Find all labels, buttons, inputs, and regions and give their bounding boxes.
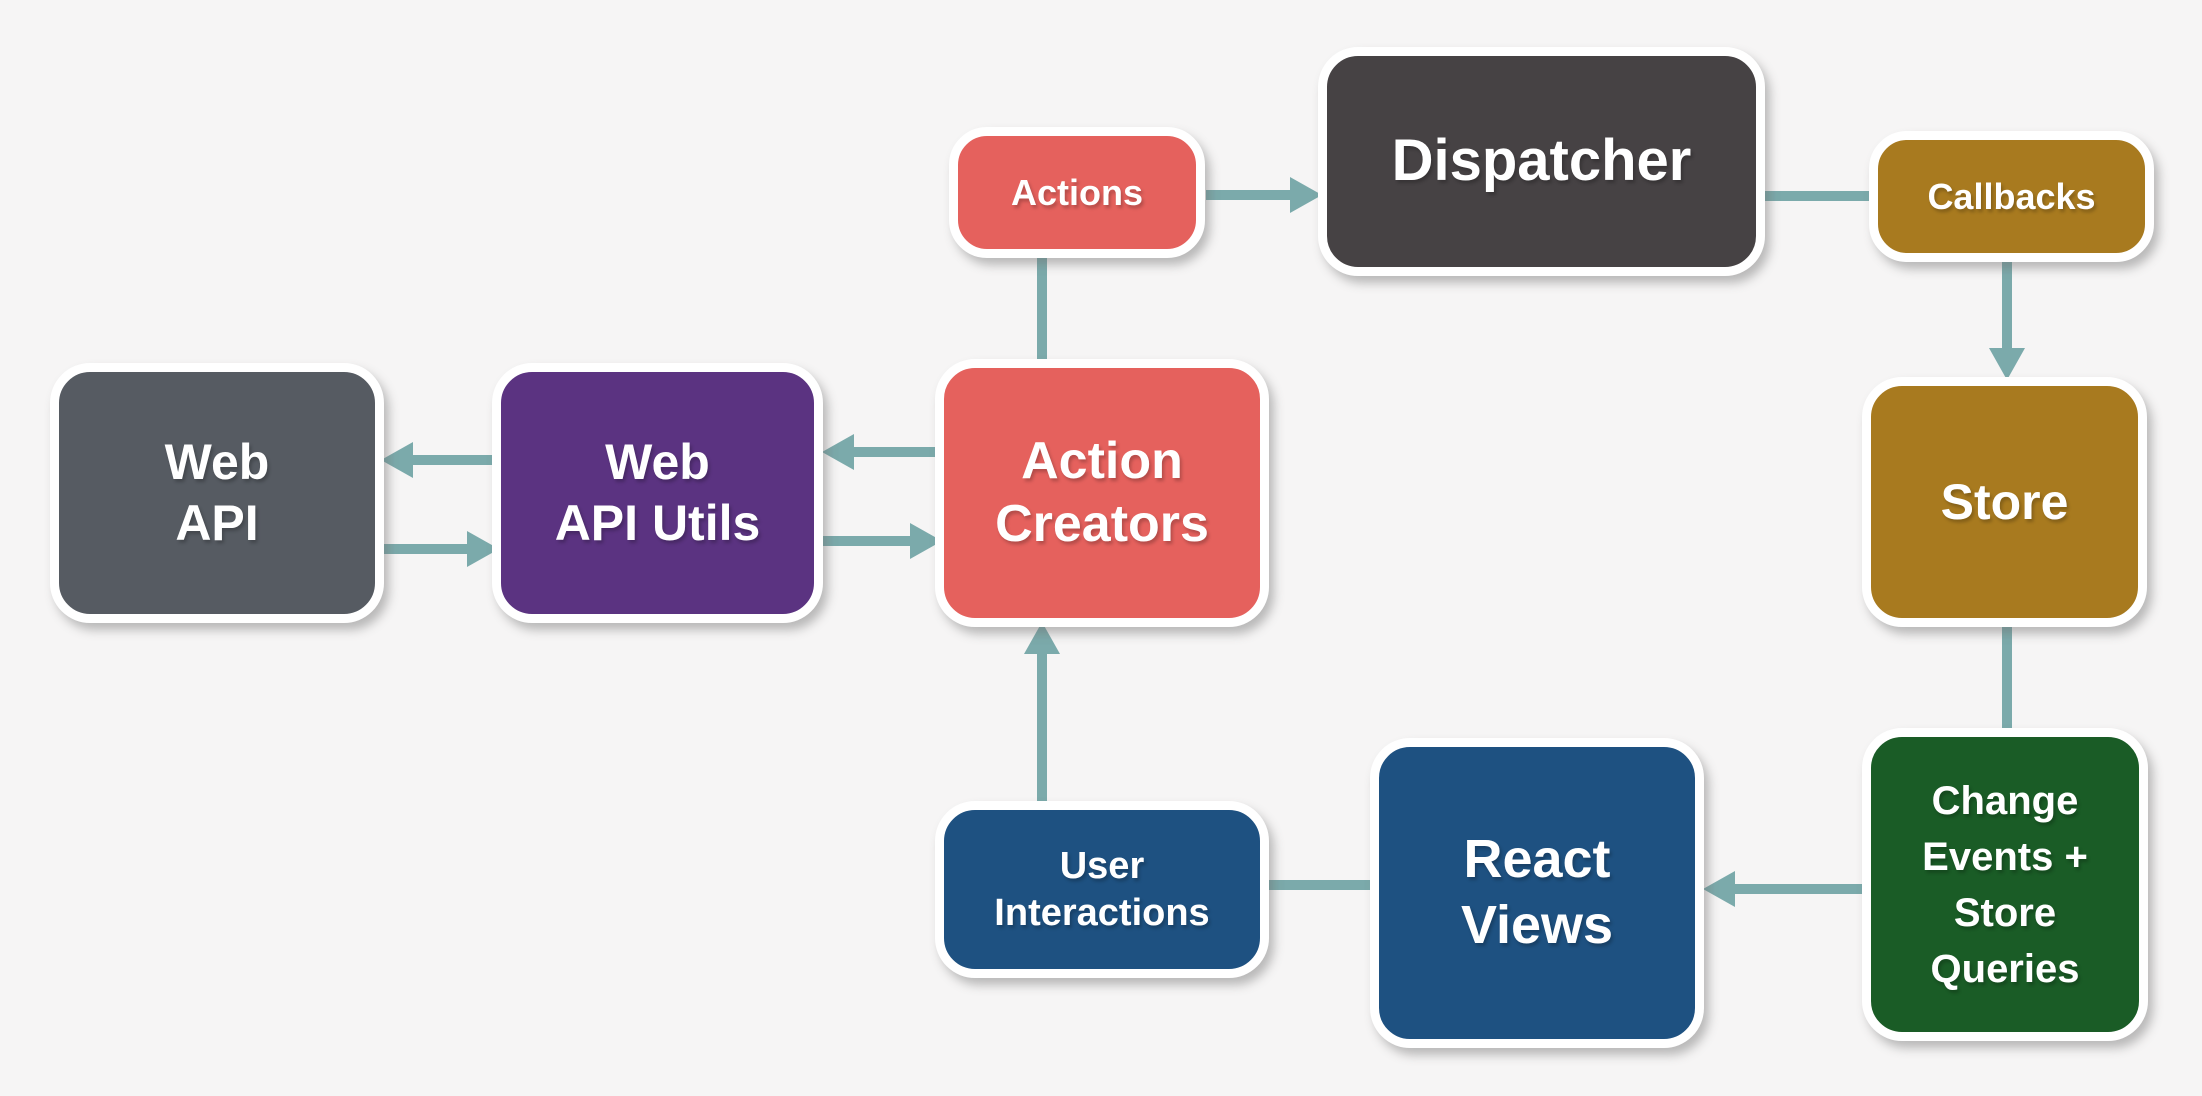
node-actions: Actions xyxy=(949,127,1205,258)
node-web-api-label: Web API xyxy=(164,434,270,551)
arrowhead-icon xyxy=(1703,871,1735,907)
node-action-creators-label: Action Creators xyxy=(995,431,1209,553)
edge-line xyxy=(1037,253,1047,364)
node-web-api: Web API xyxy=(50,363,384,623)
edge-line xyxy=(379,544,467,554)
node-react-views: React Views xyxy=(1370,738,1704,1048)
node-user-interactions-label: User Interactions xyxy=(994,845,1210,934)
arrowhead-icon xyxy=(1024,622,1060,654)
node-callbacks-label: Callbacks xyxy=(1927,175,2096,217)
node-callbacks: Callbacks xyxy=(1869,131,2154,262)
node-web-api-utils-label: Web API Utils xyxy=(554,434,761,551)
node-react-views-label: React Views xyxy=(1460,829,1614,955)
edge-line xyxy=(818,536,910,546)
edge-line xyxy=(1735,884,1867,894)
node-dispatcher: Dispatcher xyxy=(1318,47,1765,276)
node-web-api-utils: Web API Utils xyxy=(492,363,823,623)
edge-line xyxy=(1037,654,1047,806)
edge-line xyxy=(2002,622,2012,733)
edge-line xyxy=(1760,191,1874,201)
node-action-creators: Action Creators xyxy=(935,359,1269,627)
edge-line xyxy=(413,455,496,465)
edge-line xyxy=(2002,257,2012,348)
edge-line xyxy=(854,447,938,457)
node-store: Store xyxy=(1862,377,2147,627)
arrowhead-icon xyxy=(1290,177,1322,213)
arrowhead-icon xyxy=(822,434,854,470)
node-user-interactions: User Interactions xyxy=(935,801,1269,978)
node-change-events-store-queries-label: Change Events + Store Queries xyxy=(1922,778,2088,991)
node-change-events-store-queries: Change Events + Store Queries xyxy=(1862,728,2148,1041)
arrowhead-icon xyxy=(381,442,413,478)
edge-line xyxy=(1206,190,1290,200)
node-dispatcher-label: Dispatcher xyxy=(1391,128,1692,194)
node-actions-label: Actions xyxy=(1010,171,1143,213)
node-store-label: Store xyxy=(1940,473,2069,530)
arrowhead-icon xyxy=(1989,348,2025,380)
edge-line xyxy=(1266,880,1374,890)
